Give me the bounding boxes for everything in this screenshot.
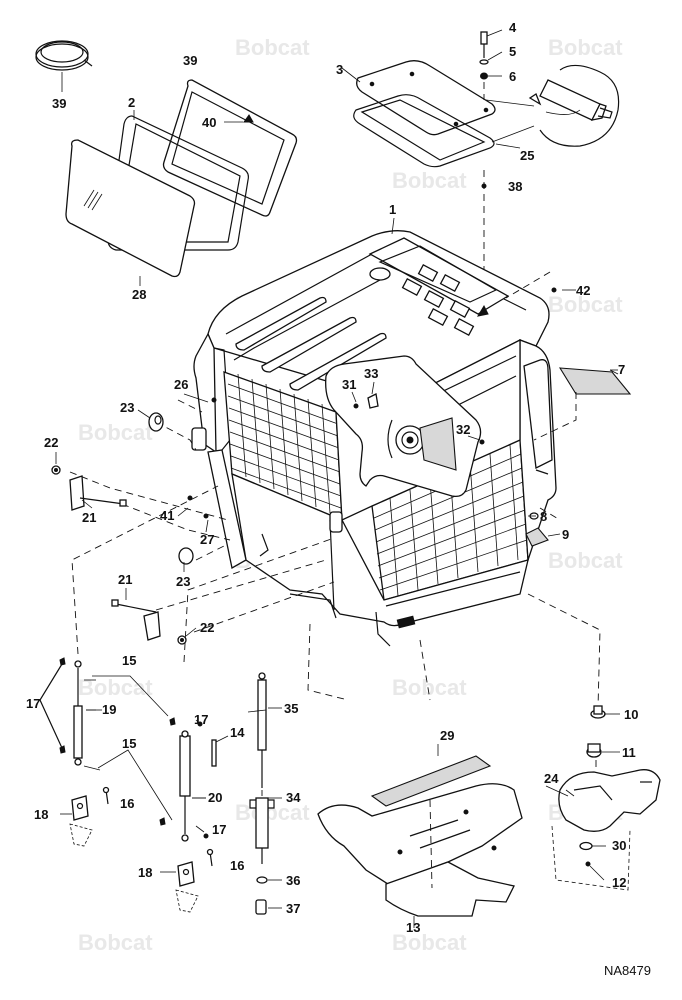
callout-6: 6	[509, 69, 516, 84]
callout-23-top: 23	[120, 400, 134, 415]
dot-38	[481, 183, 487, 189]
top-cover-hardware	[479, 29, 503, 100]
callout-21-bottom: 21	[118, 572, 132, 587]
callout-7: 7	[618, 362, 625, 377]
callout-18-bottom: 18	[138, 865, 152, 880]
svg-text:Bobcat: Bobcat	[78, 675, 153, 700]
svg-text:Bobcat: Bobcat	[78, 930, 153, 955]
top-cover-plate-part	[341, 60, 496, 168]
window-glass-part	[65, 139, 196, 286]
svg-text:Bobcat: Bobcat	[548, 35, 623, 60]
cab-main-body	[191, 230, 557, 647]
callout-27: 27	[200, 532, 214, 547]
cab-mount-part	[545, 705, 661, 891]
callout-30: 30	[612, 838, 626, 853]
callout-17-mid: 17	[194, 712, 208, 727]
gasket-roll-part	[35, 40, 93, 92]
callout-leaders	[55, 217, 618, 833]
callout-13: 13	[406, 920, 420, 935]
callout-39-left: 39	[52, 96, 66, 111]
callout-40: 40	[202, 115, 216, 130]
callout-17-left: 17	[26, 696, 40, 711]
callout-11: 11	[622, 745, 636, 760]
callout-8: 8	[540, 509, 547, 524]
svg-text:Bobcat: Bobcat	[392, 930, 467, 955]
callout-2: 2	[128, 95, 135, 110]
svg-text:Bobcat: Bobcat	[235, 800, 310, 825]
svg-text:Bobcat: Bobcat	[392, 168, 467, 193]
svg-text:Bobcat: Bobcat	[548, 292, 623, 317]
callout-19: 19	[102, 702, 116, 717]
support-strut-part	[249, 672, 282, 915]
gas-strut-right-part	[159, 717, 229, 842]
callout-1: 1	[389, 202, 396, 217]
svg-text:Bobcat: Bobcat	[392, 675, 467, 700]
strut-bracket-left	[60, 786, 110, 847]
floor-mat-part	[317, 783, 523, 928]
callout-28: 28	[132, 287, 146, 302]
svg-text:Bobcat: Bobcat	[548, 548, 623, 573]
callout-3: 3	[336, 62, 343, 77]
callout-labels: 4 5 6 3 39 39 2 40 25 38 1 28 42 7 26 31…	[26, 20, 638, 935]
callout-22-bottom: 22	[200, 620, 214, 635]
callout-32: 32	[456, 422, 470, 437]
callout-9: 9	[562, 527, 569, 542]
callout-31: 31	[342, 377, 356, 392]
drawing-number: NA8479	[604, 963, 651, 978]
front-grille-left	[227, 373, 342, 514]
callout-39-top: 39	[183, 53, 197, 68]
callout-42: 42	[576, 283, 590, 298]
callout-33: 33	[364, 366, 378, 381]
callout-4: 4	[509, 20, 517, 35]
callout-12: 12	[612, 875, 626, 890]
callout-21-top: 21	[82, 510, 96, 525]
callout-37: 37	[286, 901, 300, 916]
callout-34: 34	[286, 790, 301, 805]
callout-20: 20	[208, 790, 222, 805]
callout-25: 25	[520, 148, 534, 163]
callout-23-bottom: 23	[176, 574, 190, 589]
gas-strut-left-part	[39, 657, 173, 821]
callout-18-top: 18	[34, 807, 48, 822]
callout-38: 38	[508, 179, 522, 194]
callout-36: 36	[286, 873, 300, 888]
callout-41: 41	[160, 508, 174, 523]
floor-decal-part	[370, 744, 492, 807]
svg-text:Bobcat: Bobcat	[235, 35, 310, 60]
svg-text:Bobcat: Bobcat	[78, 420, 153, 445]
callout-22-top: 22	[44, 435, 58, 450]
callout-15-top: 15	[122, 653, 136, 668]
front-grille-right	[373, 444, 528, 597]
callout-35: 35	[284, 701, 298, 716]
sealant-tube-part	[485, 64, 620, 149]
strut-bracket-right	[160, 848, 214, 913]
rear-window-gasket-part	[162, 79, 298, 217]
callout-14: 14	[230, 725, 245, 740]
callout-10: 10	[624, 707, 638, 722]
callout-15-bottom: 15	[122, 736, 136, 751]
callout-16-top: 16	[120, 796, 134, 811]
callout-5: 5	[509, 44, 516, 59]
callout-29: 29	[440, 728, 454, 743]
callout-17-bottom: 17	[212, 822, 226, 837]
callout-26: 26	[174, 377, 188, 392]
callout-24: 24	[544, 771, 559, 786]
decal-part	[558, 367, 632, 395]
callout-16-bottom: 16	[230, 858, 244, 873]
